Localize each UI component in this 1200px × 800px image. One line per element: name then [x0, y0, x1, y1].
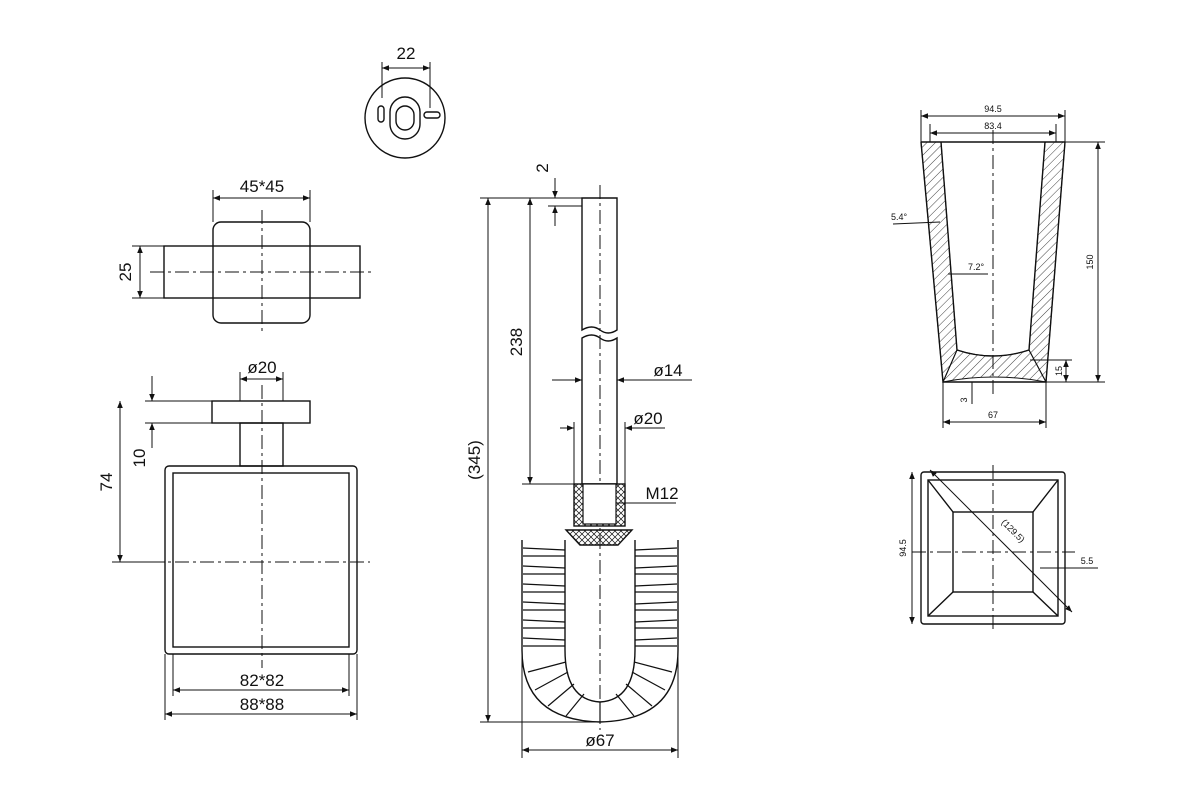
cup-top-outer-label: 94.5	[984, 104, 1002, 114]
mount-center-slot	[389, 96, 421, 140]
bracket-height-label: 25	[116, 263, 135, 282]
holder-height-label: 74	[97, 473, 116, 492]
brush-rod-dia-label: ø14	[653, 361, 682, 380]
cup-height-label: 150	[1085, 254, 1095, 269]
brush-bristles-left	[522, 547, 585, 717]
brush-view: 2 238 (345) ø14 ø20 M12 ø67	[465, 163, 692, 758]
cup-bottom-label: 67	[988, 410, 998, 420]
holder-box-inner	[172, 472, 350, 648]
cup-top-view: (129.5) 94.5 5.5	[898, 465, 1098, 632]
brush-gap-label: 2	[533, 163, 552, 172]
mount-plate-circle	[364, 77, 446, 159]
cup-base-label: 15	[1054, 366, 1064, 376]
mount-right-slot	[423, 111, 441, 119]
brush-head-dia-label: ø67	[585, 731, 614, 750]
cup-angle-label: 7.2°	[968, 262, 985, 272]
brush-bristles-right	[599, 547, 678, 722]
cup-top-diag-label: (129.5)	[999, 517, 1026, 544]
cup-foot-label: 3	[959, 397, 969, 402]
cup-section-view: 94.5 83.4 5.4° 7.2° 150 15 3 67	[891, 104, 1105, 428]
holder-depth-label: 10	[130, 449, 149, 468]
mount-width-label: 22	[397, 44, 416, 63]
wall-mount-view: 22	[364, 44, 446, 159]
cup-wall-label: 5.4°	[891, 212, 908, 222]
holder-wall-cap	[211, 400, 311, 424]
brush-total-length-label: (345)	[465, 440, 484, 480]
cup-top-side-label: 94.5	[898, 539, 908, 557]
cup-wall-right	[1028, 141, 1066, 384]
cup-outer-profile	[920, 141, 1066, 383]
cup-base	[942, 349, 1047, 383]
holder-outer-size-label: 88*88	[240, 695, 284, 714]
holder-pin-dia-label: ø20	[247, 358, 276, 377]
holder-front-view: ø20 10 74 82*82 88*88	[97, 358, 370, 720]
cup-top-inner-label: 83.4	[984, 121, 1002, 131]
brush-thread-label: M12	[645, 484, 678, 503]
brush-rod-lower	[581, 334, 618, 485]
bracket-top-view: 45*45 25	[116, 177, 375, 335]
mount-left-slot	[377, 105, 385, 123]
cup-top-rim-label: 5.5	[1081, 556, 1094, 566]
mount-center-slot-inner	[395, 105, 415, 131]
brush-rod-length-label: 238	[507, 328, 526, 356]
brush-collar-dia-label: ø20	[633, 409, 662, 428]
holder-box-outer	[164, 465, 358, 655]
bracket-size-label: 45*45	[240, 177, 284, 196]
holder-inner-size-label: 82*82	[240, 671, 284, 690]
